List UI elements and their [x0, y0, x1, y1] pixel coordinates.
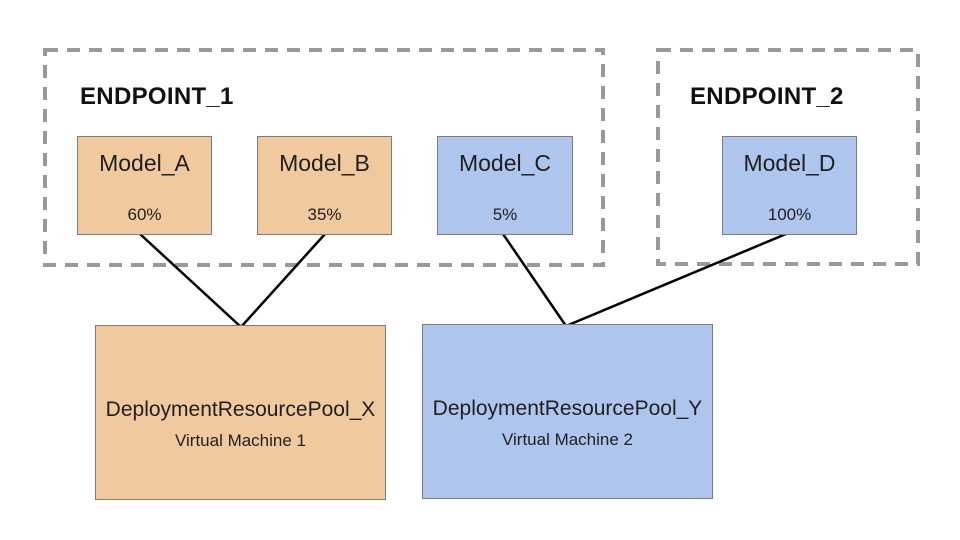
pool-y-machine: Virtual Machine 2 — [501, 430, 634, 449]
endpoint2-dashed-border — [656, 48, 920, 266]
pool-x-machine: Virtual Machine 1 — [174, 431, 307, 450]
model-d-traffic-split: 100% — [767, 205, 812, 224]
model-d-box: Model_D 100% — [722, 136, 857, 235]
model-b-box: Model_B 35% — [257, 136, 392, 235]
model-c-traffic-split: 5% — [492, 205, 518, 224]
endpoint1-title: ENDPOINT_1 — [80, 83, 234, 110]
model-d-name: Model_D — [743, 150, 836, 176]
pool-y-box: DeploymentResourcePool_Y Virtual Machine… — [422, 324, 713, 499]
endpoint1-dashed-border — [43, 48, 605, 267]
model-b-traffic-split: 35% — [307, 205, 342, 224]
connector-modelB-poolX — [240, 233, 326, 328]
model-c-box: Model_C 5% — [437, 136, 573, 235]
model-a-traffic-split: 60% — [127, 205, 162, 224]
model-a-name: Model_A — [99, 150, 190, 176]
connector-modelC-poolY — [501, 233, 568, 327]
pool-y-name: DeploymentResourcePool_Y — [432, 397, 703, 420]
connector-modelA-poolX — [139, 233, 242, 328]
model-c-name: Model_C — [458, 150, 552, 176]
pool-x-box: DeploymentResourcePool_X Virtual Machine… — [95, 325, 386, 500]
endpoint2-title: ENDPOINT_2 — [690, 83, 844, 110]
model-a-box: Model_A 60% — [77, 136, 212, 235]
pool-x-name: DeploymentResourcePool_X — [105, 398, 376, 421]
connector-modelD-poolY — [565, 232, 787, 328]
model-b-name: Model_B — [279, 150, 370, 176]
